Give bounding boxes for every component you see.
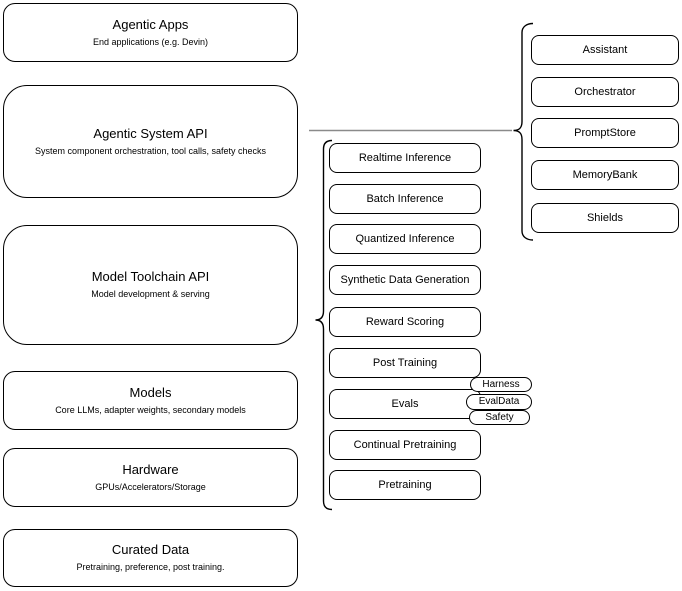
- node-agentic-system-api: Agentic System API System component orch…: [3, 85, 298, 198]
- node-title: Hardware: [122, 461, 179, 477]
- badge-harness: Harness: [470, 377, 532, 392]
- node-label: Evals: [391, 398, 419, 410]
- node-label: Continual Pretraining: [353, 439, 457, 451]
- node-continual-pretraining: Continual Pretraining: [329, 430, 481, 460]
- node-evals: Evals: [329, 389, 481, 419]
- node-batch-inference: Batch Inference: [329, 184, 481, 214]
- node-memorybank: MemoryBank: [531, 160, 679, 190]
- node-promptstore: PromptStore: [531, 118, 679, 148]
- node-realtime-inference: Realtime Inference: [329, 143, 481, 173]
- node-quantized-inference: Quantized Inference: [329, 224, 481, 254]
- node-subtitle: Core LLMs, adapter weights, secondary mo…: [55, 404, 246, 415]
- node-label: Assistant: [582, 44, 628, 56]
- badge-evaldata: EvalData: [466, 394, 532, 410]
- node-title: Agentic System API: [93, 125, 208, 141]
- node-orchestrator: Orchestrator: [531, 77, 679, 107]
- node-label: Post Training: [372, 357, 438, 369]
- node-title: Models: [129, 384, 172, 400]
- node-subtitle: GPUs/Accelerators/Storage: [95, 481, 206, 492]
- node-assistant: Assistant: [531, 35, 679, 65]
- node-reward-scoring: Reward Scoring: [329, 307, 481, 337]
- node-title: Model Toolchain API: [91, 269, 210, 285]
- badge-label: EvalData: [478, 396, 520, 407]
- node-label: Quantized Inference: [355, 233, 455, 245]
- node-title: Curated Data: [111, 542, 190, 558]
- node-subtitle: System component orchestration, tool cal…: [34, 145, 267, 156]
- node-curated-data: Curated Data Pretraining, preference, po…: [3, 529, 298, 587]
- node-subtitle: Pretraining, preference, post training.: [76, 562, 225, 573]
- node-hardware: Hardware GPUs/Accelerators/Storage: [3, 448, 298, 507]
- node-agentic-apps: Agentic Apps End applications (e.g. Devi…: [3, 3, 298, 62]
- node-label: Shields: [586, 212, 624, 224]
- badge-label: Safety: [485, 411, 514, 423]
- node-shields: Shields: [531, 203, 679, 233]
- badge-label: Harness: [482, 378, 520, 390]
- node-model-toolchain-api: Model Toolchain API Model development & …: [3, 225, 298, 345]
- node-subtitle: Model development & serving: [91, 289, 210, 300]
- node-pretraining: Pretraining: [329, 470, 481, 500]
- badge-safety: Safety: [469, 410, 530, 425]
- node-label: Synthetic Data Generation: [340, 274, 470, 286]
- node-subtitle: End applications (e.g. Devin): [92, 36, 209, 47]
- node-post-training: Post Training: [329, 348, 481, 378]
- node-label: Pretraining: [378, 479, 432, 491]
- node-label: Orchestrator: [574, 86, 636, 98]
- node-title: Agentic Apps: [112, 16, 189, 32]
- node-models: Models Core LLMs, adapter weights, secon…: [3, 371, 298, 430]
- node-label: Batch Inference: [366, 193, 444, 205]
- node-synthetic-data-generation: Synthetic Data Generation: [329, 265, 481, 295]
- node-label: Realtime Inference: [358, 152, 452, 164]
- node-label: MemoryBank: [572, 169, 638, 181]
- node-label: Reward Scoring: [365, 316, 445, 328]
- node-label: PromptStore: [574, 127, 636, 139]
